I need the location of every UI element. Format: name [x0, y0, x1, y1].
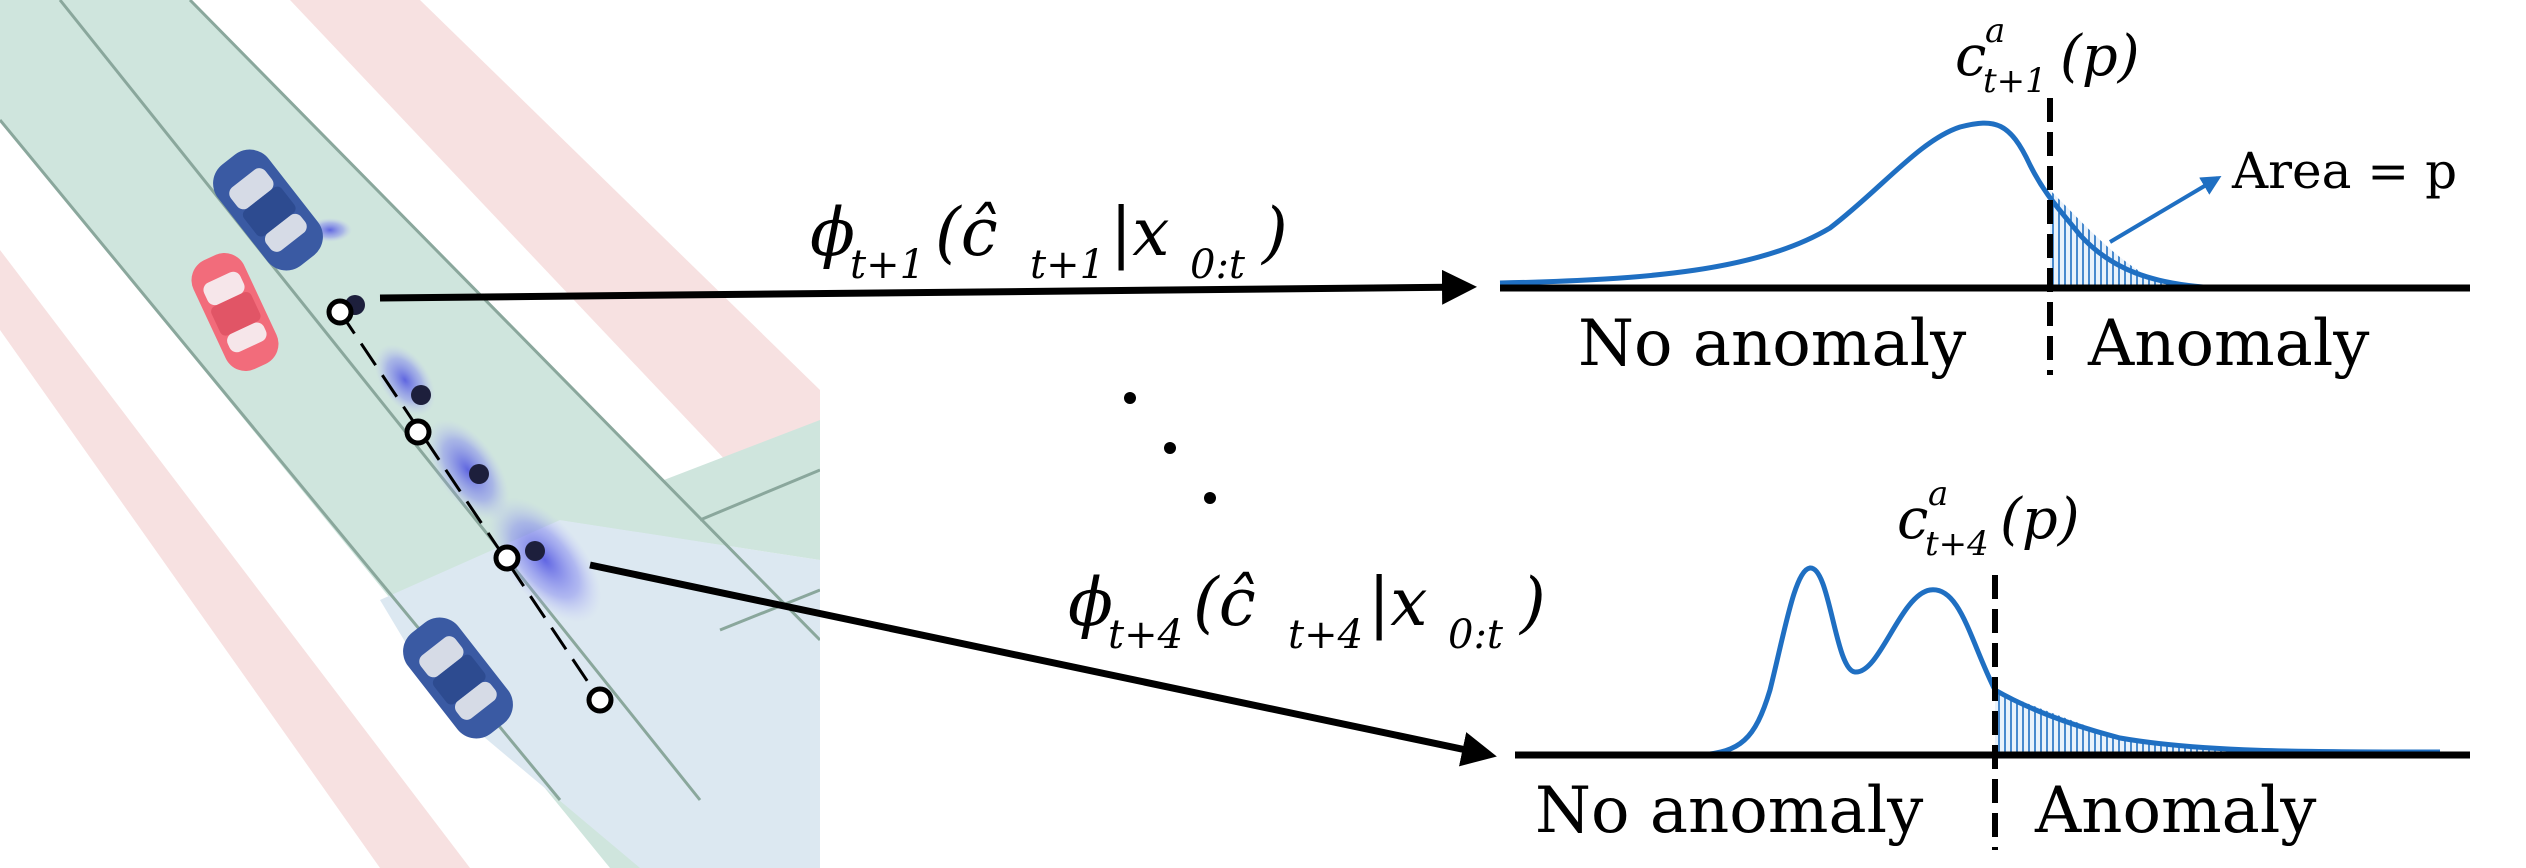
area-pointer	[2108, 175, 2222, 244]
density-curve-top	[1499, 120, 2221, 291]
dot-icon	[469, 464, 489, 484]
driving-scene	[0, 0, 820, 868]
tail-area-top	[2050, 190, 2220, 288]
svg-text:ϕ: ϕ	[1068, 564, 1113, 641]
threshold-symbol-top: c	[1955, 24, 1986, 89]
threshold-sub-top: t+1	[1983, 61, 2047, 101]
dot-icon	[411, 385, 431, 405]
anomaly-label-bottom: Anomaly	[2034, 774, 2316, 848]
bottom-density-plot: No anomaly Anomaly c a t+4 (p)	[1515, 474, 2470, 850]
prediction-density	[426, 419, 510, 521]
svg-text:t+1: t+1	[1030, 242, 1105, 288]
ellipsis-dot	[1204, 492, 1216, 504]
pink-lane-left	[0, 250, 470, 868]
svg-text:t+4: t+4	[1108, 612, 1183, 658]
svg-text:(ĉ: (ĉ	[935, 194, 998, 271]
threshold-sup-bottom: a	[1928, 474, 1948, 514]
area-label: Area = p	[2231, 142, 2457, 200]
arrow-to-top-plot	[379, 269, 1477, 305]
no-anomaly-label-bottom: No anomaly	[1535, 774, 1923, 848]
prediction-density	[488, 497, 602, 623]
svg-text:0:t: 0:t	[1448, 612, 1504, 658]
threshold-sup-top: a	[1985, 11, 2005, 51]
circle-icon	[586, 686, 614, 714]
arrow-to-bottom-plot	[589, 561, 1497, 767]
svg-text:): )	[1518, 564, 1546, 641]
pink-lane-top	[290, 0, 820, 560]
ellipsis-dot	[1124, 392, 1136, 404]
threshold-symbol-bottom: c	[1897, 487, 1928, 552]
svg-text:t+4: t+4	[1288, 612, 1363, 658]
threshold-arg-top: (p)	[2060, 24, 2140, 89]
svg-text:): )	[1260, 194, 1288, 271]
svg-text:|x: |x	[1110, 194, 1169, 271]
density-curve-bottom	[1699, 565, 2441, 758]
phi-label-top: ϕ t+1 (ĉ t+1 |x 0:t )	[810, 194, 1288, 288]
ellipsis-dot	[1164, 442, 1176, 454]
dot-icon	[525, 541, 545, 561]
tail-area-bottom	[1995, 690, 2420, 755]
top-density-plot: Area = p No anomaly Anomaly c a t+1 (p)	[1499, 11, 2470, 381]
svg-text:(ĉ: (ĉ	[1193, 564, 1256, 641]
phi-label-bottom: ϕ t+4 (ĉ t+4 |x 0:t )	[1068, 564, 1546, 658]
trajectory-line	[338, 311, 602, 701]
threshold-arg-bottom: (p)	[2000, 487, 2080, 552]
svg-text:t+1: t+1	[850, 242, 925, 288]
svg-text:|x: |x	[1368, 564, 1427, 641]
side-road	[560, 420, 820, 560]
threshold-sub-bottom: t+4	[1925, 524, 1989, 564]
anomaly-label-top: Anomaly	[2087, 307, 2369, 381]
car-icon	[213, 149, 323, 271]
svg-text:ϕ: ϕ	[810, 194, 855, 271]
car-icon	[403, 617, 513, 739]
circle-icon	[493, 544, 521, 572]
circle-icon	[404, 418, 432, 446]
car-icon	[191, 253, 279, 371]
svg-text:0:t: 0:t	[1190, 242, 1246, 288]
circle-icon	[326, 298, 354, 326]
no-anomaly-label-top: No anomaly	[1578, 307, 1966, 381]
